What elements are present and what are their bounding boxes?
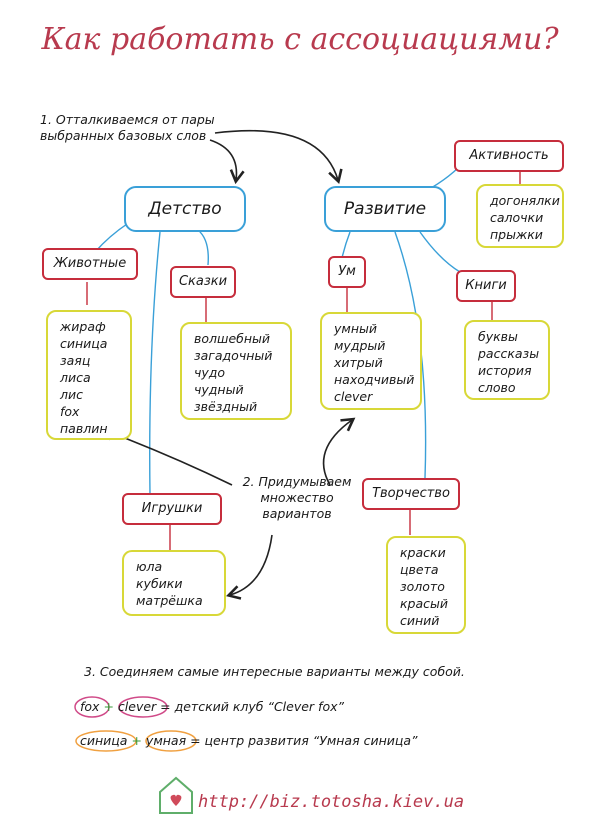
list-animals: жираф синица заяц лиса лис fox павлин [46,310,132,440]
site-link[interactable]: http://biz.totosha.kiev.ua [198,792,465,812]
list-item: кубики [136,576,183,591]
combo-result: = центр развития “Умная синица” [190,733,418,748]
combo-plus: + [131,733,142,748]
list-item: clever [334,389,373,404]
list-item: звёздный [194,399,258,414]
list-books: буквы рассказы история слово [464,320,550,400]
list-item: красый [400,596,449,611]
link-dev-books [419,231,461,273]
root-development: Развитие [324,186,446,232]
highlight-combo-umnaya [145,730,197,752]
list-mind: умный мудрый хитрый находчивый clever [320,312,422,410]
list-item: история [478,363,532,378]
list-item: хитрый [334,355,383,370]
list-item: догонялки [490,193,560,208]
list-item: fox [60,404,80,419]
list-toys: юла кубики матрёшка [122,550,226,616]
list-item: слово [478,380,516,395]
list-tales: волшебный загадочный чудо чудный звёздны… [180,322,292,420]
list-item: заяц [60,353,91,368]
arrow-to-toys [225,534,273,600]
list-item: жираф [60,319,106,334]
list-item: матрёшка [136,593,203,608]
link-dev-mind [341,231,351,259]
highlight-combo-fox [74,696,110,718]
list-item: чудо [194,365,226,380]
list-item: умный [334,321,377,336]
link-childhood-tales [197,229,209,266]
list-item: лиса [60,370,91,385]
combo-word-b: умная [145,733,187,748]
list-item: юла [136,559,163,574]
page-title: Как работать с ассоциациями? [41,22,559,57]
category-creativity: Творчество [362,478,460,510]
list-item: волшебный [194,331,271,346]
arrow-to-mind [322,417,356,486]
root-childhood: Детство [124,186,246,232]
list-item: чудный [194,382,244,397]
combo-row-1: fox + clever = детский клуб “Clever fox” [80,699,344,715]
list-item: павлин [60,421,108,436]
list-item: синий [400,613,440,628]
list-item: лис [60,387,83,402]
arrow-to-childhood [209,139,245,185]
house-heart-icon [159,776,193,814]
category-animals: Животные [42,248,138,280]
step3-note: 3. Соединяем самые интересные варианты м… [84,664,465,679]
list-item: прыжки [490,227,543,242]
combo-row-2: синица + умная = центр развития “Умная с… [80,733,418,749]
list-item: салочки [490,210,544,225]
list-item: загадочный [194,348,273,363]
list-item: рассказы [478,346,540,361]
category-tales: Сказки [170,266,236,298]
highlight-combo-sinitsa [75,730,137,752]
list-item: буквы [478,329,518,344]
combo-plus: + [103,699,114,714]
combo-result: = детский клуб “Clever fox” [160,699,344,714]
list-item: цвета [400,562,439,577]
link-childhood-toys [149,231,161,496]
highlight-combo-clever [118,696,168,718]
list-item: краски [400,545,446,560]
list-item: синица [60,336,108,351]
list-activity: догонялки салочки прыжки [476,184,564,248]
category-activity: Активность [454,140,564,172]
list-item: золото [400,579,445,594]
combo-word-b: clever [117,699,157,714]
category-books: Книги [456,270,516,302]
category-mind: Ум [328,256,366,288]
list-creativity: краски цвета золото красый синий [386,536,466,634]
list-item: мудрый [334,338,386,353]
combo-word-a: fox [80,699,100,714]
category-toys: Игрушки [122,493,222,525]
arrow-to-development [214,129,343,185]
list-item: находчивый [334,372,415,387]
heart-icon [170,794,182,806]
combo-word-a: синица [80,733,128,748]
